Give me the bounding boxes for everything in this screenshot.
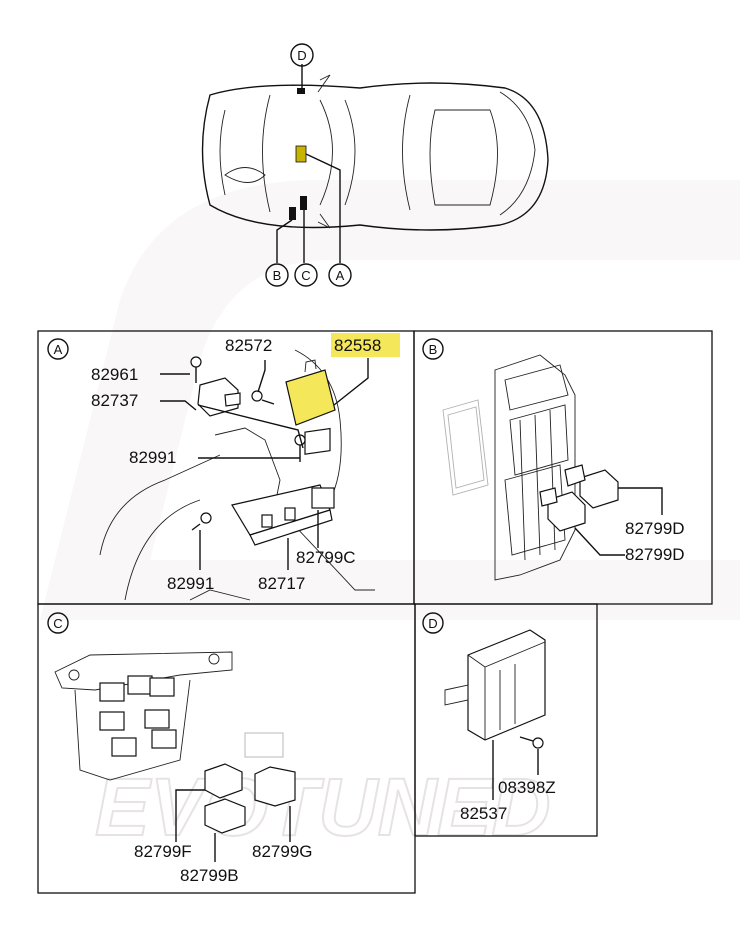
bolt-82991-bottom[interactable]	[191, 512, 212, 531]
svg-text:D: D	[297, 48, 306, 63]
car-top-view	[201, 74, 549, 231]
bolt-08398z[interactable]	[519, 736, 544, 749]
label-82717[interactable]: 82717	[258, 574, 305, 593]
highlight-marker	[295, 145, 307, 163]
watermark: EVOTUNED	[40, 180, 740, 854]
svg-text:A: A	[54, 342, 63, 357]
bolt-82572[interactable]	[251, 390, 275, 405]
ghost-module	[442, 399, 489, 496]
highlight-82558	[331, 333, 400, 357]
panel-c: C 82799F	[37, 603, 416, 894]
panel-b: B 82799D 82799D	[413, 330, 713, 605]
relay-82799c[interactable]	[304, 427, 335, 509]
relay-cluster-c	[99, 675, 177, 757]
svg-text:D: D	[428, 616, 437, 631]
svg-text:C: C	[53, 616, 62, 631]
label-08398z[interactable]: 08398Z	[498, 778, 556, 797]
relay-82799b[interactable]	[204, 798, 246, 834]
label-82961[interactable]: 82961	[91, 365, 138, 384]
svg-text:A: A	[336, 268, 345, 283]
label-82737[interactable]: 82737	[91, 391, 138, 410]
junction-block	[494, 354, 576, 581]
label-82799g[interactable]: 82799G	[252, 842, 313, 861]
label-82799f[interactable]: 82799F	[134, 842, 192, 861]
label-82558[interactable]: 82558	[334, 336, 381, 355]
panel-b-letter: B	[422, 338, 444, 360]
label-82799c[interactable]: 82799C	[296, 548, 356, 567]
panel-a-letter: A	[47, 338, 69, 360]
control-unit-82558[interactable]	[285, 359, 336, 426]
relay-82799d-upper[interactable]	[564, 464, 619, 509]
relay-82799g[interactable]	[254, 766, 296, 807]
label-82991-top[interactable]: 82991	[129, 448, 176, 467]
panel-d: D 08398Z 82537	[414, 603, 598, 837]
callout-d-top[interactable]: D	[290, 43, 314, 67]
label-82572[interactable]: 82572	[225, 336, 272, 355]
label-82799d-2[interactable]: 82799D	[625, 545, 685, 564]
bolt-82961[interactable]	[190, 356, 202, 383]
label-82991-bottom[interactable]: 82991	[167, 574, 214, 593]
svg-text:C: C	[301, 268, 310, 283]
panel-d-letter: D	[422, 612, 444, 634]
ghost-relay	[244, 732, 284, 758]
label-82799b[interactable]: 82799B	[180, 866, 239, 885]
relay-82799d-lower[interactable]	[539, 487, 586, 532]
relay-bracket-c	[54, 651, 233, 781]
callout-a-top[interactable]: A	[328, 263, 352, 287]
panel-a: A	[37, 330, 415, 605]
callout-c-top[interactable]: C	[294, 263, 318, 287]
svg-text:B: B	[273, 268, 282, 283]
label-82537[interactable]: 82537	[460, 804, 507, 823]
label-82799d-1[interactable]: 82799D	[625, 519, 685, 538]
svg-text:B: B	[429, 342, 438, 357]
watermark-text: EVOTUNED	[95, 762, 551, 853]
panel-c-letter: C	[47, 612, 69, 634]
relay-bracket-82717[interactable]	[231, 484, 333, 546]
control-unit-82537[interactable]	[444, 629, 546, 741]
relay-82737[interactable]	[197, 377, 241, 417]
callout-b-top[interactable]: B	[265, 263, 289, 287]
